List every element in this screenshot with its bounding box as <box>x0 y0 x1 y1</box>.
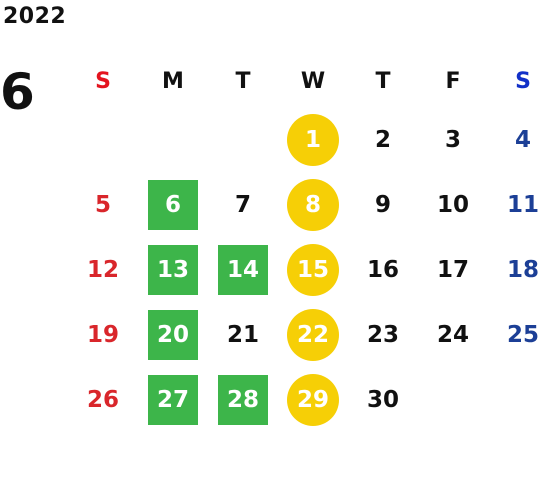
calendar-cell: 7 <box>208 172 278 237</box>
calendar-cell: 26 <box>68 367 138 432</box>
calendar-day[interactable]: 24 <box>436 321 469 348</box>
calendar-week-row: 19 20 21 22 23 24 25 <box>68 302 548 367</box>
calendar-day[interactable]: 16 <box>366 256 399 283</box>
weekday-header: S M T W T F S <box>68 55 548 107</box>
calendar-cell: 1 <box>278 107 348 172</box>
calendar-day[interactable]: 18 <box>506 256 539 283</box>
calendar-cell: 13 <box>138 237 208 302</box>
calendar-cell: 14 <box>208 237 278 302</box>
calendar-cell <box>488 367 548 432</box>
weekday-monday: M <box>162 68 184 94</box>
calendar-cell: 3 <box>418 107 488 172</box>
calendar-cell: 10 <box>418 172 488 237</box>
calendar-cell: 28 <box>208 367 278 432</box>
weekday-sunday: S <box>95 68 111 94</box>
calendar-day[interactable]: 1 <box>287 113 339 166</box>
calendar-year: 2022 <box>3 4 67 29</box>
calendar-day[interactable]: 19 <box>86 321 119 348</box>
calendar-cell: 21 <box>208 302 278 367</box>
calendar-day[interactable]: 11 <box>506 191 539 218</box>
calendar-day[interactable]: 9 <box>374 191 391 218</box>
calendar-cell: 19 <box>68 302 138 367</box>
calendar-day[interactable]: 4 <box>514 126 531 153</box>
calendar-cell: 20 <box>138 302 208 367</box>
calendar-day[interactable]: 28 <box>218 374 268 425</box>
calendar-day[interactable]: 30 <box>366 386 399 413</box>
calendar-cell: 11 <box>488 172 548 237</box>
calendar-day[interactable]: 2 <box>374 126 391 153</box>
calendar-cell: 5 <box>68 172 138 237</box>
calendar-cell <box>68 107 138 172</box>
calendar-week-row: 12 13 14 15 16 17 18 <box>68 237 548 302</box>
calendar-cell: 18 <box>488 237 548 302</box>
calendar-week-row: 1 2 3 4 <box>68 107 548 172</box>
calendar-cell: 25 <box>488 302 548 367</box>
calendar-week-row: 5 6 7 8 9 10 11 <box>68 172 548 237</box>
calendar-day[interactable]: 5 <box>94 191 111 218</box>
weekday-saturday: S <box>515 68 531 94</box>
calendar-cell: 16 <box>348 237 418 302</box>
calendar-cell: 15 <box>278 237 348 302</box>
calendar-cell: 29 <box>278 367 348 432</box>
calendar-day[interactable]: 21 <box>226 321 259 348</box>
calendar-cell: 27 <box>138 367 208 432</box>
calendar-cell: 17 <box>418 237 488 302</box>
calendar-month: 6 <box>0 63 35 121</box>
calendar-cell: 2 <box>348 107 418 172</box>
calendar-day[interactable]: 29 <box>287 373 339 426</box>
calendar-cell: 24 <box>418 302 488 367</box>
calendar-cell: 8 <box>278 172 348 237</box>
calendar-day[interactable]: 27 <box>148 374 198 425</box>
calendar-day[interactable]: 15 <box>287 243 339 296</box>
calendar-day[interactable]: 12 <box>86 256 119 283</box>
calendar-cell: 30 <box>348 367 418 432</box>
calendar-day[interactable]: 17 <box>436 256 469 283</box>
calendar-cell <box>138 107 208 172</box>
weekday-wednesday: W <box>300 68 326 94</box>
weekday-friday: F <box>445 68 461 94</box>
calendar-week-row: 26 27 28 29 30 <box>68 367 548 432</box>
calendar-day[interactable]: 26 <box>86 386 119 413</box>
calendar-day[interactable]: 22 <box>287 308 339 361</box>
calendar-cell: 6 <box>138 172 208 237</box>
calendar-day[interactable]: 25 <box>506 321 539 348</box>
calendar-cell <box>418 367 488 432</box>
calendar-cell: 12 <box>68 237 138 302</box>
calendar-day[interactable]: 14 <box>218 244 268 295</box>
calendar-day[interactable]: 8 <box>287 178 339 231</box>
calendar-day[interactable]: 23 <box>366 321 399 348</box>
calendar-cell <box>208 107 278 172</box>
weekday-tuesday: T <box>235 68 251 94</box>
calendar-cell: 22 <box>278 302 348 367</box>
calendar-day[interactable]: 13 <box>148 244 198 295</box>
calendar-cell: 9 <box>348 172 418 237</box>
weekday-thursday: T <box>375 68 391 94</box>
calendar-day[interactable]: 3 <box>444 126 461 153</box>
calendar-cell: 23 <box>348 302 418 367</box>
calendar-day[interactable]: 20 <box>148 309 198 360</box>
calendar-day[interactable]: 10 <box>436 191 469 218</box>
calendar-day[interactable]: 6 <box>148 179 198 230</box>
calendar-cell: 4 <box>488 107 548 172</box>
calendar-day[interactable]: 7 <box>234 191 251 218</box>
